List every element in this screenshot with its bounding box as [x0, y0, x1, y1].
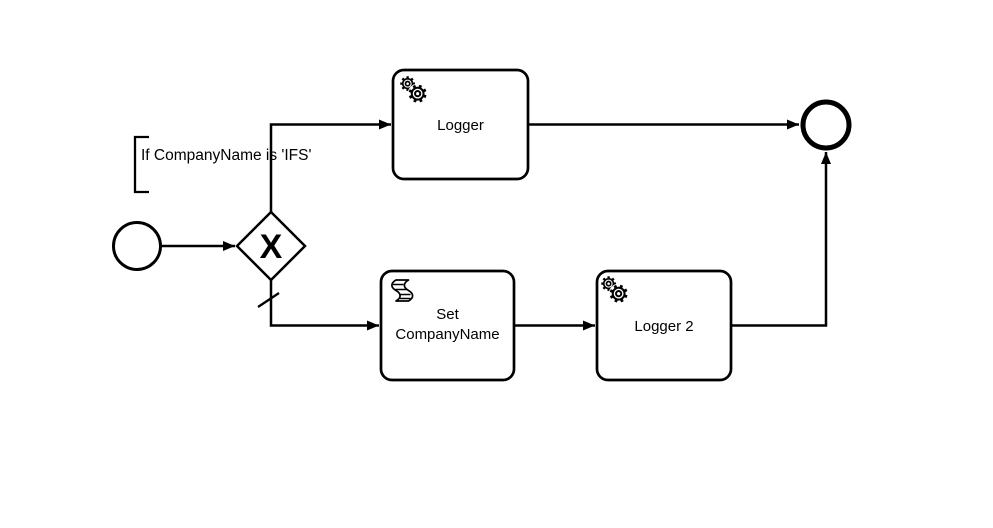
flow-gateway-to-logger[interactable] [269, 119, 391, 214]
gateway-diamond [235, 210, 307, 282]
text-annotation[interactable]: If CompanyName is 'IFS' [133, 135, 311, 194]
script-task-scroll-icon [391, 279, 414, 302]
gateway-x-marker: X [260, 228, 283, 266]
task-logger[interactable]: Logger [391, 68, 530, 181]
flow-gateway-to-set-companyname[interactable] [269, 279, 379, 331]
task-logger-label: Logger [437, 117, 484, 134]
task-set-companyname-box [379, 269, 516, 382]
task-logger2[interactable]: Logger 2 [595, 269, 733, 382]
task-logger2-box [595, 269, 733, 382]
exclusive-gateway[interactable]: X [235, 210, 307, 282]
annotation-bracket [133, 135, 149, 194]
task-set-companyname[interactable]: Set CompanyName [379, 269, 516, 382]
flow-logger2-to-end[interactable] [731, 152, 831, 327]
task-set-companyname-label-line1: Set [436, 306, 459, 323]
start-event[interactable] [112, 221, 162, 271]
task-logger2-label: Logger 2 [634, 318, 693, 335]
default-flow-slash-marker [257, 292, 280, 308]
task-set-companyname-label-line2: CompanyName [395, 326, 499, 343]
annotation-text: If CompanyName is 'IFS' [141, 147, 311, 164]
end-event[interactable] [800, 99, 852, 151]
